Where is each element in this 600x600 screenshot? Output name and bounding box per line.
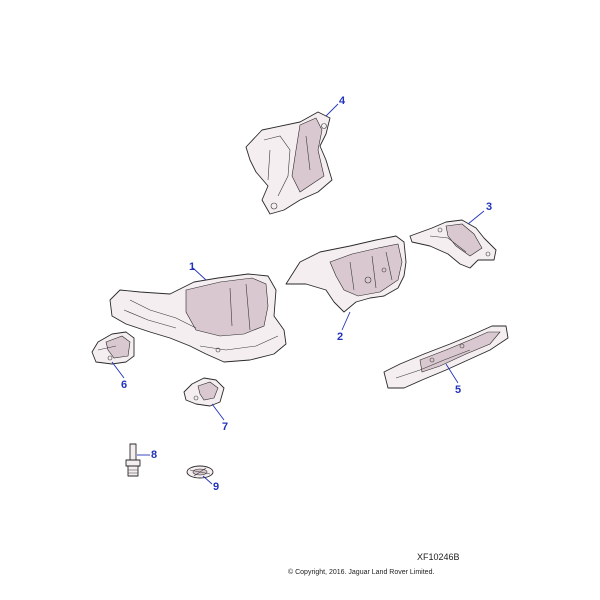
- leader-lines: [111, 103, 485, 485]
- part-6-left-bracket: [91, 331, 135, 365]
- callout-1: 1: [189, 261, 195, 273]
- callout-4: 4: [339, 95, 346, 107]
- callout-6: 6: [121, 379, 127, 391]
- callout-9: 9: [213, 481, 219, 493]
- callout-3: 3: [486, 201, 492, 213]
- part-4-upper-heat-shield: [245, 111, 333, 215]
- part-9-clip: [186, 465, 214, 479]
- callout-5: 5: [455, 384, 461, 396]
- part-3-small-right-heat-shield: [409, 219, 497, 269]
- part-7-right-bracket: [183, 377, 225, 407]
- callout-2: 2: [337, 331, 343, 343]
- callout-8: 8: [151, 449, 157, 461]
- copyright-notice: © Copyright, 2016. Jaguar Land Rover Lim…: [288, 569, 435, 576]
- part-5-long-heat-shield: [383, 325, 509, 389]
- part-1-main-heat-shield: [109, 273, 287, 363]
- callout-7: 7: [222, 421, 228, 433]
- reference-code: XF10246B: [417, 552, 460, 562]
- part-2-center-heat-shield: [285, 235, 407, 313]
- part-8-bolt: [125, 443, 141, 477]
